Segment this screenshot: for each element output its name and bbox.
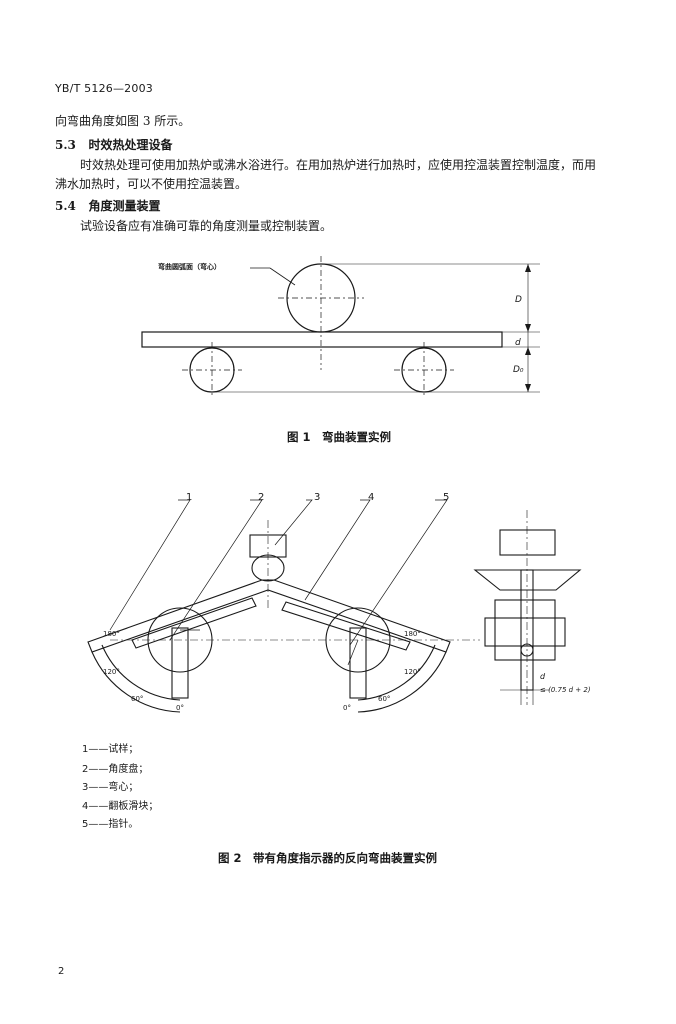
side-view-support-block [494, 599, 556, 661]
intro-line: 向弯曲角度如图 3 所示。 [55, 114, 191, 128]
specimen-bar [141, 331, 503, 348]
section-title: 时效热处理设备 [88, 138, 173, 152]
right-angle-0: 0° [343, 704, 351, 712]
callout-4: 4 [368, 492, 375, 503]
dimension-D0: D₀ [513, 365, 524, 375]
left-angle-180: 180° [103, 630, 120, 638]
section-number: 5.4 [55, 199, 76, 213]
section-5-3-text-line-1: 时效热处理可使用加热炉或沸水浴进行。在用加热炉进行加热时，应使用控温装置控制温度… [80, 158, 597, 172]
left-angle-60: 60° [131, 695, 144, 703]
left-angle-dial [101, 644, 181, 701]
section-number: 5.3 [55, 138, 76, 152]
legend-item-4: 4——翻板滑块； [82, 801, 159, 812]
right-angle-120: 120° [404, 668, 421, 676]
left-angle-120: 120° [103, 668, 120, 676]
mandrel-label: 弯曲圆弧面（弯心） [158, 263, 221, 271]
figure-2-caption: 图 2 带有角度指示器的反向弯曲装置实例 [218, 851, 438, 865]
bent-specimen [87, 579, 451, 653]
left-angle-0: 0° [176, 704, 184, 712]
callout-3: 3 [314, 492, 321, 503]
section-5-3-heading: 5.3 时效热处理设备 [55, 136, 172, 153]
callout-1: 1 [186, 492, 193, 503]
dimension-d: d [515, 338, 521, 348]
figure-2-reverse-bending-device [87, 499, 582, 713]
callout-2: 2 [258, 492, 265, 503]
right-angle-180: 180° [404, 630, 421, 638]
right-angle-60: 60° [378, 695, 391, 703]
section-5-4-heading: 5.4 角度测量装置 [55, 197, 160, 214]
legend-item-5: 5——指针。 [82, 819, 139, 830]
legend-item-1: 1——试样； [82, 744, 139, 755]
right-slider [281, 601, 411, 651]
page-number: 2 [58, 966, 65, 977]
section-5-3-text-line-2: 沸水加热时，可以不使用控温装置。 [55, 177, 248, 191]
section-title: 角度测量装置 [88, 199, 161, 213]
side-view-mandrel-holder [499, 529, 556, 556]
figure-1-bending-device [141, 256, 540, 398]
side-view-d-label: d [540, 672, 546, 681]
standard-code-header: YB/T 5126—2003 [55, 82, 153, 95]
legend-item-3: 3——弯心； [82, 782, 139, 793]
figure-1-caption: 图 1 弯曲装置实例 [287, 430, 392, 444]
left-slider [131, 597, 257, 649]
side-view-formula: ≤ (0.75 d + 2) [540, 686, 591, 694]
callout-5: 5 [443, 492, 450, 503]
right-angle-dial [357, 644, 436, 701]
dimension-D: D [515, 295, 522, 305]
section-5-4-text-line-1: 试验设备应有准确可靠的角度测量或控制装置。 [80, 219, 333, 233]
legend-item-2: 2——角度盘； [82, 764, 149, 775]
